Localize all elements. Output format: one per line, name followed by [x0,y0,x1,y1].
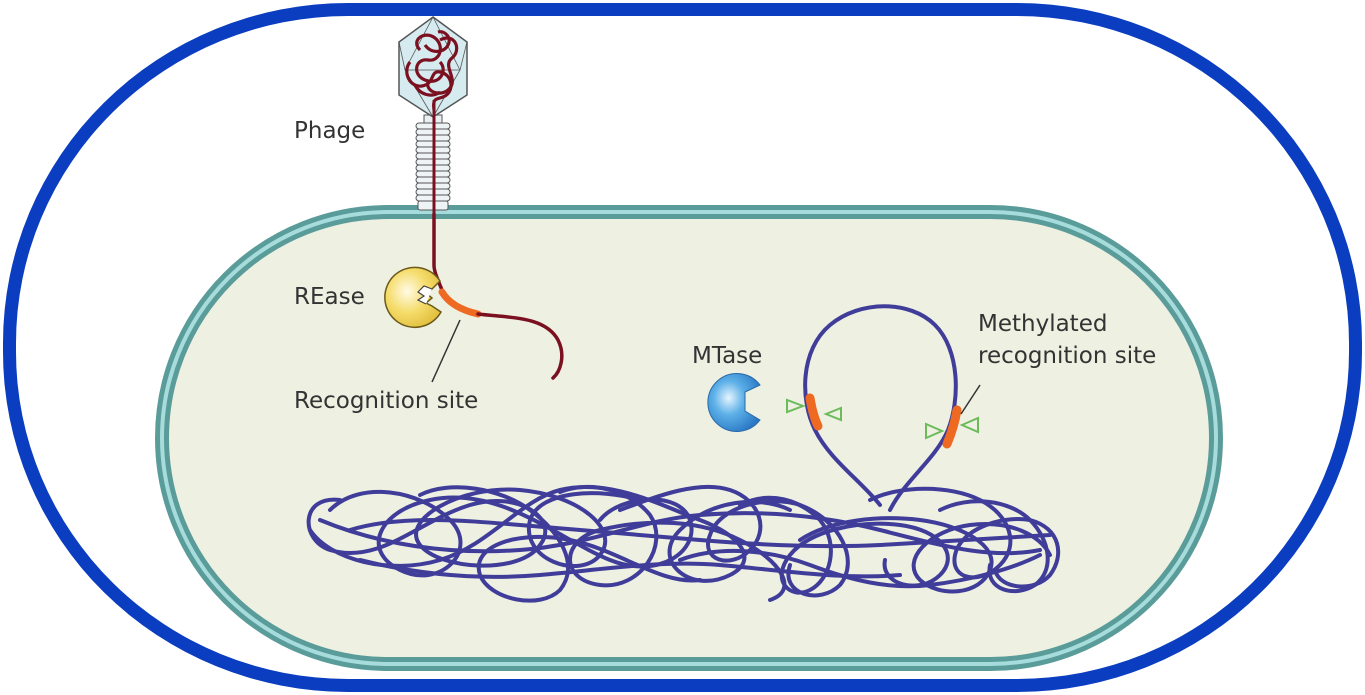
methylated-site-leader-line [960,384,981,415]
phage [398,16,468,214]
methylated-label-line1: Methylated [978,311,1107,337]
methylated-label-line2: recognition site [978,343,1156,369]
recognition-site-leader-line [431,319,461,383]
recognition-site-label: Recognition site [294,388,478,414]
methyl-mark-icon [823,406,842,422]
phage-label: Phage [294,118,365,144]
host-chromosome [306,304,1061,603]
methylated-site-right [925,405,979,449]
rease-label: REase [294,284,365,310]
methyl-mark-icon [786,398,806,414]
phage-dna [432,212,564,380]
rease-enzyme [384,266,442,329]
methyl-mark-icon [925,422,945,440]
methyl-mark-icon [959,416,979,434]
methylated-site-left [786,393,842,431]
mtase-label: MTase [692,343,762,369]
mtase-enzyme [707,373,761,432]
bacterial-cell [155,205,1223,671]
phage-capsid [398,16,468,118]
